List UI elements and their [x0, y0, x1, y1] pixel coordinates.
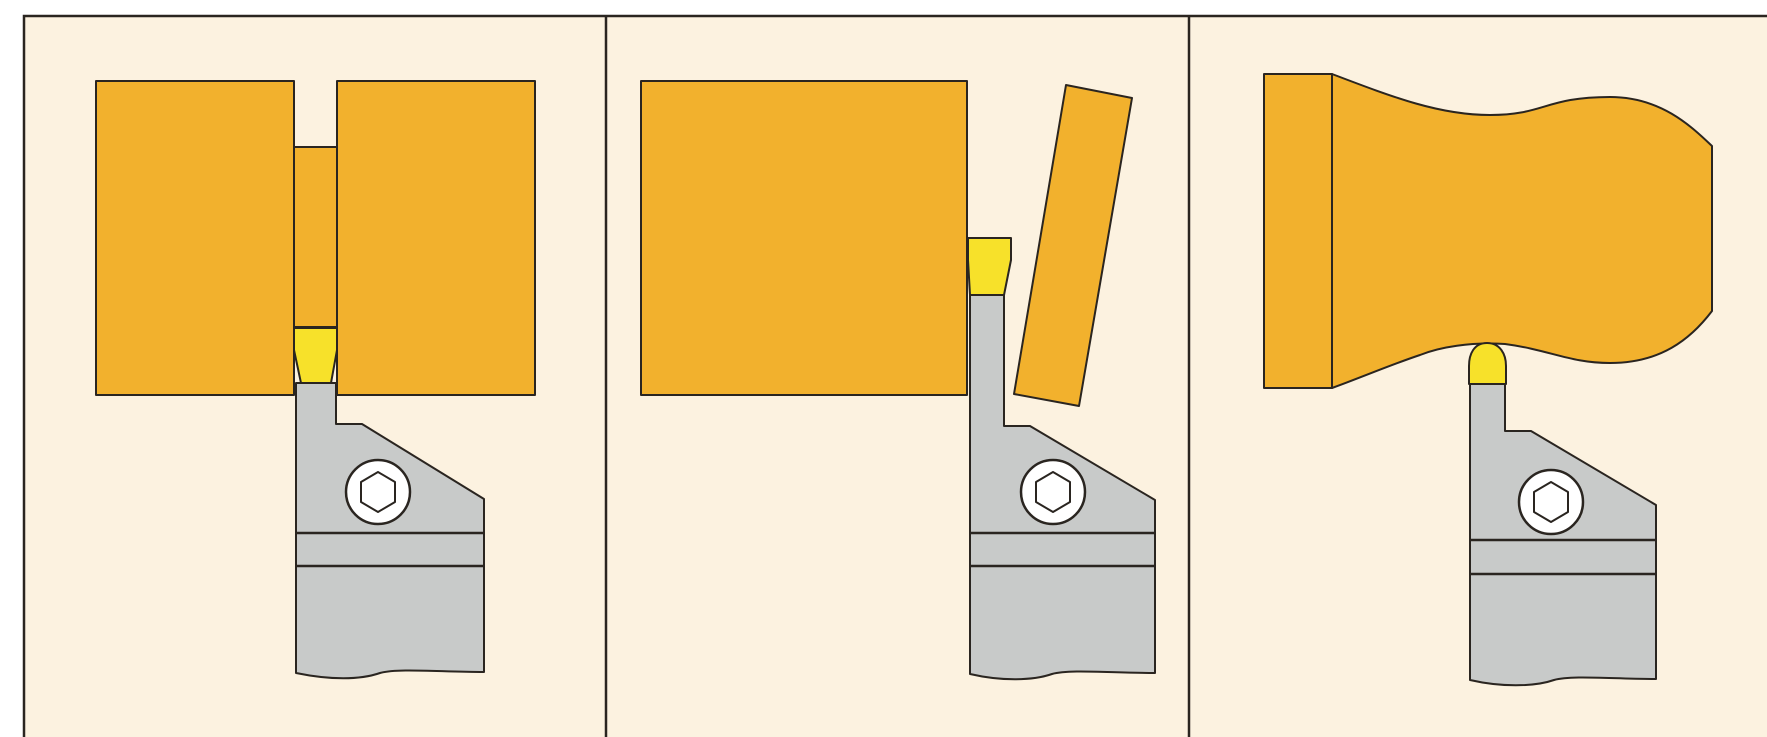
cutting-insert-icon [293, 327, 338, 384]
workpiece-profiled-body [1331, 73, 1713, 389]
cutting-insert-icon [967, 237, 1012, 296]
lathe-tool-holder-icon [295, 382, 485, 680]
cutting-insert-icon [1468, 342, 1507, 385]
grooving-tool [293, 327, 485, 680]
hex-socket-icon [1035, 471, 1071, 513]
profiling-tool [1468, 342, 1657, 687]
workpiece-left-block [95, 80, 295, 396]
workpiece-main-block [640, 80, 968, 396]
parting-tool [967, 237, 1156, 681]
workpiece-groove-core [293, 146, 338, 328]
workpiece-right-block [336, 80, 536, 396]
lathe-tool-holder-icon [1469, 383, 1657, 687]
panel-parting-off [640, 80, 1156, 681]
panel-profile-turning [1263, 73, 1713, 687]
hex-socket-icon [1533, 481, 1569, 523]
workpiece-parted-piece [1013, 84, 1133, 407]
hex-socket-icon [360, 471, 396, 513]
panel-grooving [95, 80, 536, 680]
workpiece-chuck-section [1263, 73, 1333, 389]
